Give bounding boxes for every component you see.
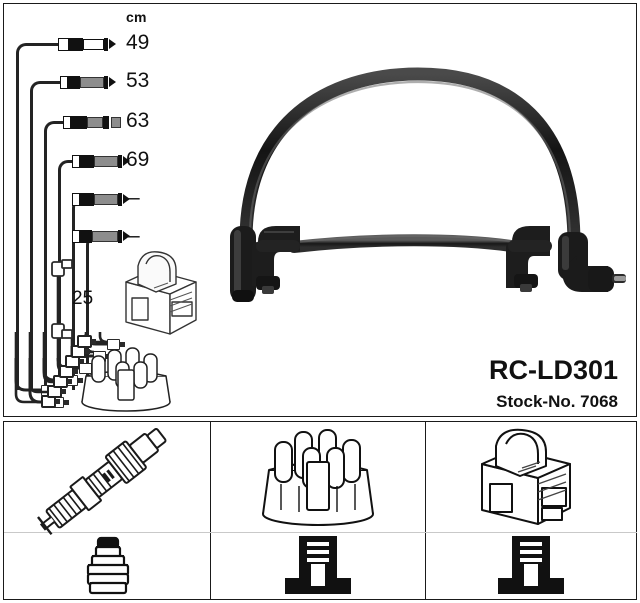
cable-photo-drawing xyxy=(230,67,626,302)
short-lead-drawing xyxy=(51,259,73,339)
panel-divider-1 xyxy=(210,421,211,600)
ignition-coil-icon xyxy=(125,251,197,335)
cable-connector xyxy=(63,116,121,129)
short-lead-length-label: 25 xyxy=(72,288,94,309)
short-lead-25cm: 25 xyxy=(44,258,104,344)
wire-segment xyxy=(72,215,75,390)
cable-length-label-2: 53 xyxy=(126,69,150,92)
wire-segment xyxy=(16,60,19,390)
cable-connector xyxy=(60,76,118,89)
main-diagram-frame xyxy=(3,3,637,417)
cable-connector xyxy=(72,193,130,206)
wire-bend xyxy=(16,43,37,64)
distributor-cap-icon xyxy=(262,429,374,526)
cable-connector xyxy=(72,230,130,243)
wire-bend xyxy=(58,160,79,181)
ignition-coil-icon xyxy=(481,428,571,525)
cable-connector xyxy=(58,38,116,51)
cable-length-label-6: – xyxy=(128,224,140,247)
harness-terminal-stack xyxy=(14,332,109,408)
wire-segment xyxy=(44,138,47,390)
component-panel-frame xyxy=(3,421,637,600)
distributor-terminal-symbol xyxy=(285,536,351,594)
panel-divider-horizontal xyxy=(4,532,637,533)
coil-terminal-symbol xyxy=(498,536,564,594)
wire-segment xyxy=(47,81,63,84)
wire-segment xyxy=(58,177,61,390)
panel-divider-2 xyxy=(425,421,426,600)
unit-header: cm xyxy=(126,9,147,25)
spark-plug-icon xyxy=(37,428,167,536)
spark-plug-boot-symbol xyxy=(86,536,130,595)
stock-number: Stock-No. 7068 xyxy=(496,392,618,411)
product-name: RC-LD301 xyxy=(488,355,618,385)
cable-connector xyxy=(72,155,130,168)
wire-bend xyxy=(44,121,65,142)
wire-segment xyxy=(33,43,60,46)
ignition-cable-photo xyxy=(222,62,634,312)
wire-bend xyxy=(30,81,51,102)
panel-cell-distributor-cap xyxy=(211,422,425,600)
cable-length-label-5: – xyxy=(128,186,140,209)
panel-cell-spark-plug xyxy=(4,422,210,600)
panel-cell-ignition-coil xyxy=(426,422,636,600)
wire-segment xyxy=(86,252,89,390)
cable-length-label-1: 49 xyxy=(126,31,150,54)
cable-length-label-3: 63 xyxy=(126,109,150,132)
wire-segment xyxy=(30,98,33,390)
cable-length-label-4: 69 xyxy=(126,148,150,171)
distributor-cap-icon xyxy=(81,347,171,412)
